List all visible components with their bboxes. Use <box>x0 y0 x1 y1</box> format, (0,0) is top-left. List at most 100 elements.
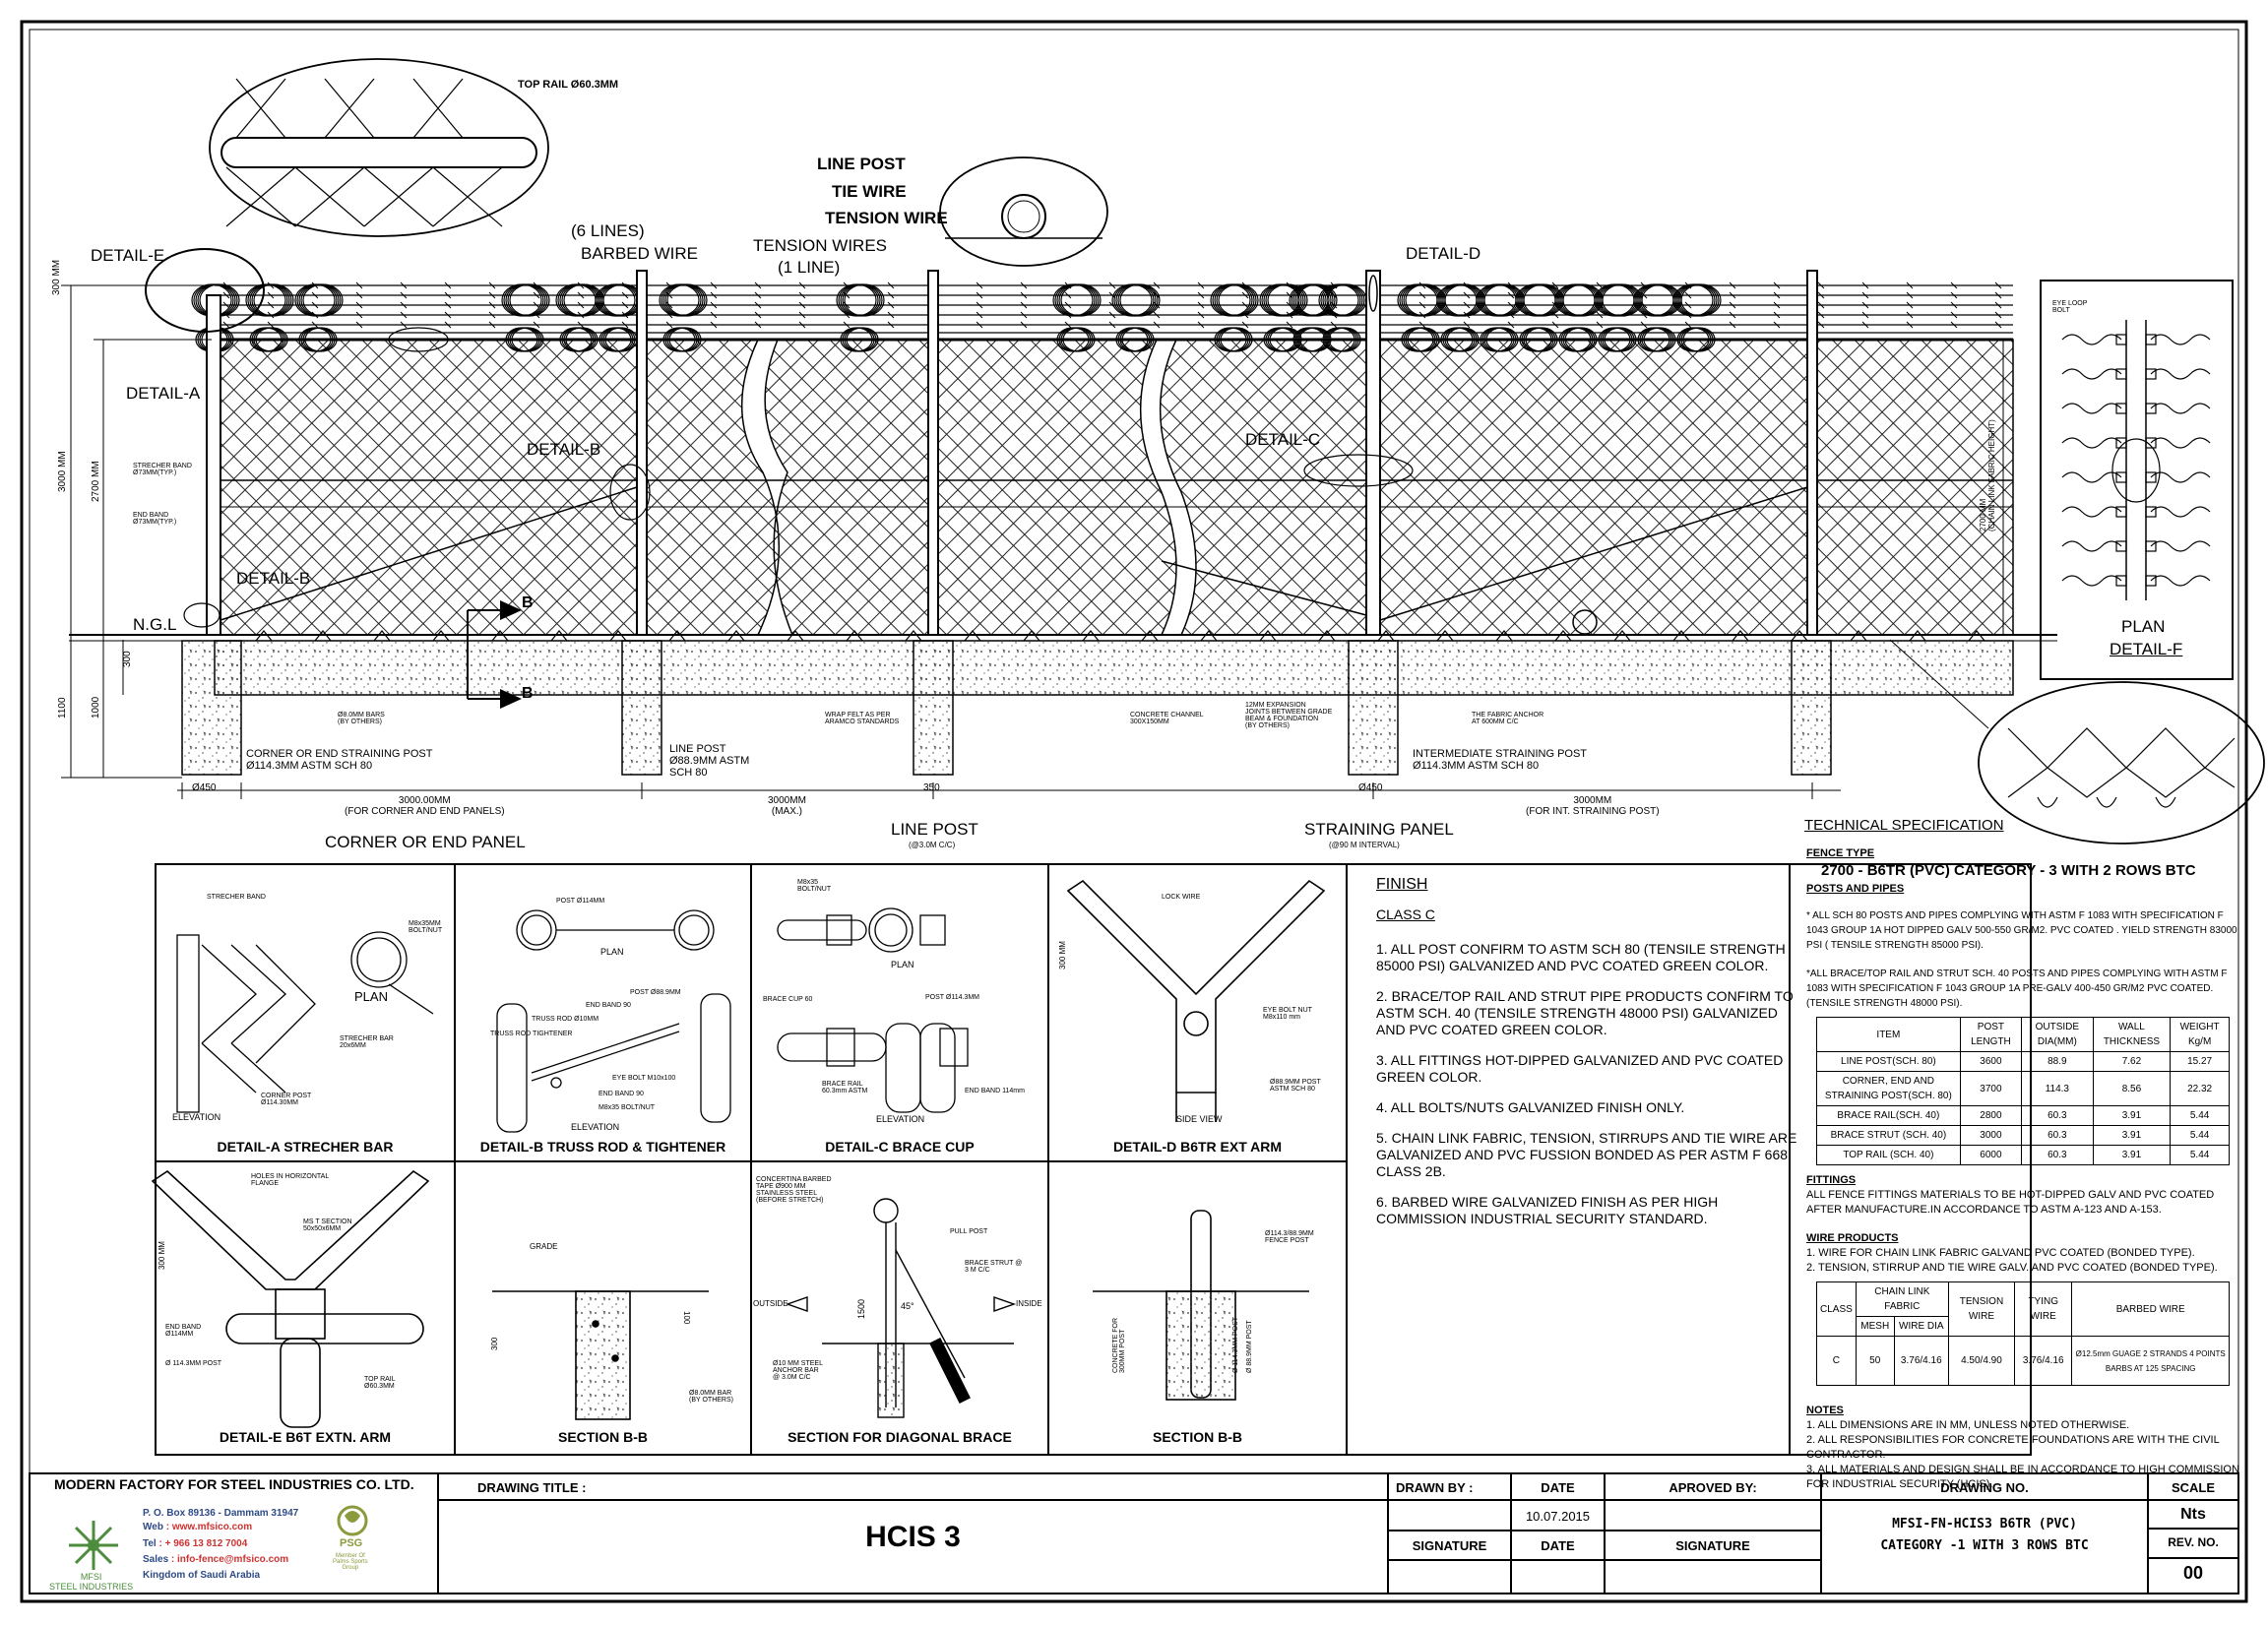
wire-table-header: BARBED WIRE <box>2071 1281 2230 1337</box>
spec-fittings-heading: FITTINGS <box>1806 1174 1857 1186</box>
wire-table-header: CLASS <box>1816 1281 1857 1337</box>
note-stretcher-band: STRECHER BAND Ø73MM(TYP.) <box>133 463 192 476</box>
spec-posts-2: *ALL BRACE/TOP RAIL AND STRUT SCH. 40 PO… <box>1806 969 2228 1009</box>
detail-e-note-3: 300 MM <box>158 1241 166 1270</box>
section-bb-1-drawing <box>492 1290 709 1420</box>
detail-c-note-2: BRACE CUP 60 <box>763 996 813 1003</box>
detail-a-elevation: ELEVATION <box>172 1112 221 1122</box>
detail-e-note-1: HOLES IN HORIZONTAL FLANGE <box>251 1173 330 1187</box>
dim-span-3: 3000MM (FOR INT. STRAINING POST) <box>1526 795 1660 817</box>
psg-text: PSG <box>340 1537 363 1549</box>
pipe-cell: 114.3 <box>2021 1071 2094 1106</box>
mfsi-logo-text: MFSI STEEL INDUSTRIES <box>49 1572 134 1592</box>
detail-a-note-4: CORNER POST Ø114.30MM <box>261 1093 312 1106</box>
title-block-frame <box>29 1472 2239 1594</box>
detail-c-elevation: ELEVATION <box>876 1114 925 1124</box>
detail-b-note-3: END BAND 90 <box>586 1002 631 1009</box>
pipe-cell: 5.44 <box>2170 1105 2230 1126</box>
section-mark-b-top: B <box>522 594 534 611</box>
drawing-no-1: MFSI-FN-HCIS3 B6TR (PVC) <box>1892 1517 2077 1531</box>
spec-posts-heading: POSTS AND PIPES <box>1806 883 1905 895</box>
drawing-no-2: CATEGORY -1 WITH 3 ROWS BTC <box>1880 1538 2089 1553</box>
section-bb-1-title: SECTION B-B <box>558 1429 648 1445</box>
detail-d-side-view: SIDE VIEW <box>1176 1114 1223 1124</box>
pipe-cell: BRACE RAIL(SCH. 40) <box>1816 1105 1961 1126</box>
label-eye-loop: EYE LOOP BOLT <box>2052 300 2088 314</box>
fence-elevation <box>61 58 2265 844</box>
detail-b-note-6: EYE BOLT M10x100 <box>612 1075 676 1082</box>
wire-table-header: TENSION WIRE <box>1947 1281 2016 1337</box>
label-detail-e: DETAIL-E <box>91 246 165 265</box>
detail-e-note-2: MS T SECTION 50x50x6MM <box>303 1219 352 1232</box>
pipe-cell: 6000 <box>1959 1145 2023 1165</box>
section-mark-b-bottom: B <box>522 685 534 702</box>
finish-item: 3. ALL FITTINGS HOT-DIPPED GALVANIZED AN… <box>1376 1052 1784 1085</box>
pipe-cell: 5.44 <box>2170 1145 2230 1165</box>
label-detail-a: DETAIL-A <box>126 384 201 403</box>
detail-e-note-6: TOP RAIL Ø60.3MM <box>364 1376 396 1390</box>
wire-cell: 3.76/4.16 <box>1893 1336 1949 1386</box>
detail-c-note-1: M8x35 BOLT/NUT <box>797 879 832 893</box>
detail-b-plan: PLAN <box>600 947 624 957</box>
pipe-cell: 88.9 <box>2021 1051 2094 1072</box>
spec-notes-heading: NOTES <box>1806 1405 1844 1416</box>
drawn-by-label: DRAWN BY : <box>1396 1480 1474 1495</box>
section-bb-1-note-1: GRADE <box>530 1242 558 1251</box>
pipe-cell: 7.62 <box>2092 1051 2172 1072</box>
note-fabric-anchor: THE FABRIC ANCHOR AT 600MM C/C <box>1472 712 1544 725</box>
detail-b-note-8: M8x35 BOLT/NUT <box>598 1104 656 1111</box>
label-detail-b-2: DETAIL-B <box>236 569 311 588</box>
date-label: DATE <box>1541 1480 1575 1495</box>
note-end-band: END BAND Ø73MM(TYP.) <box>133 512 177 526</box>
section-bb-2-note-4: Ø 88.9MM POST <box>1246 1320 1253 1373</box>
detail-b-title: DETAIL-B TRUSS ROD & TIGHTENER <box>479 1139 726 1155</box>
wire-table-header: WIRE DIA <box>1893 1316 1949 1337</box>
label-plan: PLAN <box>2121 617 2166 636</box>
pipe-cell: 5.44 <box>2170 1125 2230 1146</box>
detail-a-note-1: STRECHER BAND <box>207 894 266 901</box>
detail-c-note-3: POST Ø114.3MM <box>925 994 979 1001</box>
pipe-cell: TOP RAIL (SCH. 40) <box>1816 1145 1961 1165</box>
detail-e-title: DETAIL-E B6T EXTN. ARM <box>219 1429 392 1445</box>
drawing-title-label: DRAWING TITLE : <box>477 1480 587 1495</box>
dim-300: 300 MM <box>51 259 62 295</box>
section-brace-outside: OUTSIDE <box>753 1299 788 1308</box>
psg-sub: Member Of Palms Sports Group <box>333 1553 368 1571</box>
pipe-cell: 8.56 <box>2092 1071 2172 1106</box>
detail-c-drawing <box>777 907 969 1113</box>
table-row: CORNER, END AND STRAINING POST(SCH. 80)3… <box>1816 1071 2230 1106</box>
section-brace-note-4: Ø10 MM STEEL ANCHOR BAR @ 3.0M C/C <box>773 1360 823 1381</box>
approved-label: APROVED BY: <box>1669 1480 1757 1495</box>
pipe-cell: 60.3 <box>2021 1105 2094 1126</box>
section-brace-title: SECTION FOR DIAGONAL BRACE <box>788 1429 1012 1445</box>
detail-a-plan: PLAN <box>354 989 388 1004</box>
spec-note: 1. ALL DIMENSIONS ARE IN MM, UNLESS NOTE… <box>1806 1419 2130 1431</box>
dim-2700-right: 2700 MM (CHAIN LINK FABRIC HEIGHT) <box>1979 419 1996 531</box>
technical-spec: FENCE TYPE 2700 - B6TR (PVC) CATEGORY - … <box>1806 846 2239 1492</box>
callout-tension-a: TENSION WIRES <box>753 236 888 255</box>
detail-d-drawing <box>1066 879 1326 1122</box>
section-bb-1-note-4: Ø8.0MM BAR (BY OTHERS) <box>689 1390 733 1404</box>
dim-span-1: 3000.00MM (FOR CORNER AND END PANELS) <box>345 795 505 817</box>
note-concrete-channel: CONCRETE CHANNEL 300X150MM <box>1130 712 1204 725</box>
wire-table-header: MESH <box>1855 1316 1895 1337</box>
detail-c-plan: PLAN <box>891 960 914 969</box>
company-po: P. O. Box 89136 - Dammam 31947 <box>143 1508 299 1519</box>
date-label-2: DATE <box>1541 1538 1575 1553</box>
label-detail-f: DETAIL-F <box>2110 640 2183 658</box>
pipe-cell: 3600 <box>1959 1051 2023 1072</box>
wire-cell: 4.50/4.90 <box>1947 1336 2016 1386</box>
pipe-table-header: ITEM <box>1816 1017 1961 1052</box>
section-bb-2-title: SECTION B-B <box>1153 1429 1242 1445</box>
detail-a-note-3: STRECHER BAR 20x6MM <box>340 1035 394 1049</box>
label-straining-panel: STRAINING PANEL <box>1304 820 1454 839</box>
detail-e-drawing <box>151 1169 430 1428</box>
finish-item: 6. BARBED WIRE GALVANIZED FINISH AS PER … <box>1376 1194 1719 1226</box>
detail-a-title: DETAIL-A STRECHER BAR <box>217 1139 394 1155</box>
wire-cell: Ø12.5mm GUAGE 2 STRANDS 4 POINTS BARBS A… <box>2071 1336 2230 1386</box>
pipe-cell: CORNER, END AND STRAINING POST(SCH. 80) <box>1816 1071 1961 1106</box>
company-sales: Sales : info-fence@mfsico.com <box>143 1554 289 1565</box>
dim-300b: 300 <box>122 651 133 667</box>
spec-wire-1: 1. WIRE FOR CHAIN LINK FABRIC GALVAND PV… <box>1806 1247 2195 1259</box>
